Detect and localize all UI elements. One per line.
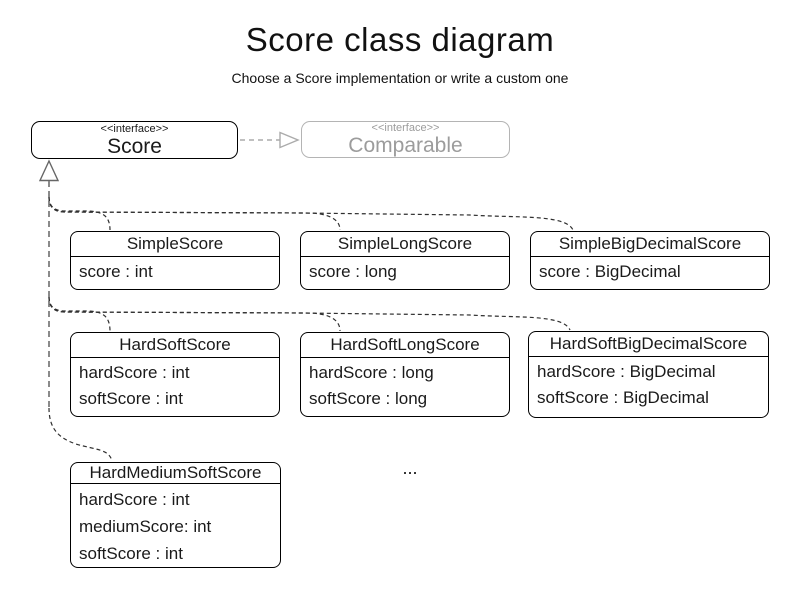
class-attribute: softScore : long — [309, 389, 428, 408]
class-box-hardsoftscore: HardSoftScore hardScore : int softScore … — [70, 332, 280, 417]
class-attribute: hardScore : long — [309, 363, 434, 382]
interface-stereotype: <<interface>> — [371, 122, 440, 134]
class-attribute: hardScore : int — [79, 490, 190, 509]
class-box-hardsoftlongscore: HardSoftLongScore hardScore : long softS… — [300, 332, 510, 417]
class-name: HardSoftBigDecimalScore — [529, 332, 768, 357]
connector-hardsoftscore — [48, 296, 111, 332]
class-attribute: score : int — [79, 262, 153, 281]
class-attribute: score : BigDecimal — [539, 262, 681, 281]
class-name: SimpleLongScore — [301, 232, 509, 257]
class-name: SimpleScore — [71, 232, 279, 257]
class-box-simplescore: SimpleScore score : int — [70, 231, 280, 290]
class-name: SimpleBigDecimalScore — [531, 232, 769, 257]
page-subtitle: Choose a Score implementation or write a… — [231, 70, 569, 86]
class-box-simplelongscore: SimpleLongScore score : long — [300, 231, 510, 290]
class-box-hardmediumsoftscore: HardMediumSoftScore hardScore : int medi… — [70, 462, 281, 568]
page-title: Score class diagram — [245, 21, 555, 58]
hollow-triangle-arrow-icon — [279, 131, 300, 149]
class-attribute: softScore : int — [79, 544, 183, 563]
class-attribute: softScore : int — [79, 389, 183, 408]
connector-hardsoftbigdecimalscore — [48, 296, 571, 331]
interface-name: Score — [107, 134, 162, 158]
class-name: HardSoftScore — [71, 333, 279, 358]
connector-simplebigdecimalscore — [48, 196, 574, 231]
class-attribute: mediumScore: int — [79, 517, 212, 536]
class-attribute: hardScore : int — [79, 363, 190, 382]
connector-hardsoftlongscore — [48, 296, 341, 332]
interface-box-score: <<interface>> Score — [31, 121, 238, 159]
class-name: HardSoftLongScore — [301, 333, 509, 358]
connector-hardmediumsoftscore — [48, 407, 113, 462]
interface-stereotype: <<interface>> — [100, 122, 169, 135]
connector-simplescore — [48, 196, 111, 231]
interface-name: Comparable — [348, 134, 463, 157]
class-name: HardMediumSoftScore — [71, 463, 280, 484]
realization-triangle-icon — [38, 159, 60, 182]
class-box-hardsoftbigdecimalscore: HardSoftBigDecimalScore hardScore : BigD… — [528, 331, 769, 418]
ellipsis-text: ... — [402, 458, 418, 478]
class-box-simplebigdecimalscore: SimpleBigDecimalScore score : BigDecimal — [530, 231, 770, 290]
connector-simplelongscore — [48, 196, 341, 231]
class-attribute: hardScore : BigDecimal — [537, 362, 716, 381]
interface-box-comparable: <<interface>> Comparable — [301, 121, 510, 158]
class-attribute: score : long — [309, 262, 397, 281]
class-attribute: softScore : BigDecimal — [537, 388, 709, 407]
